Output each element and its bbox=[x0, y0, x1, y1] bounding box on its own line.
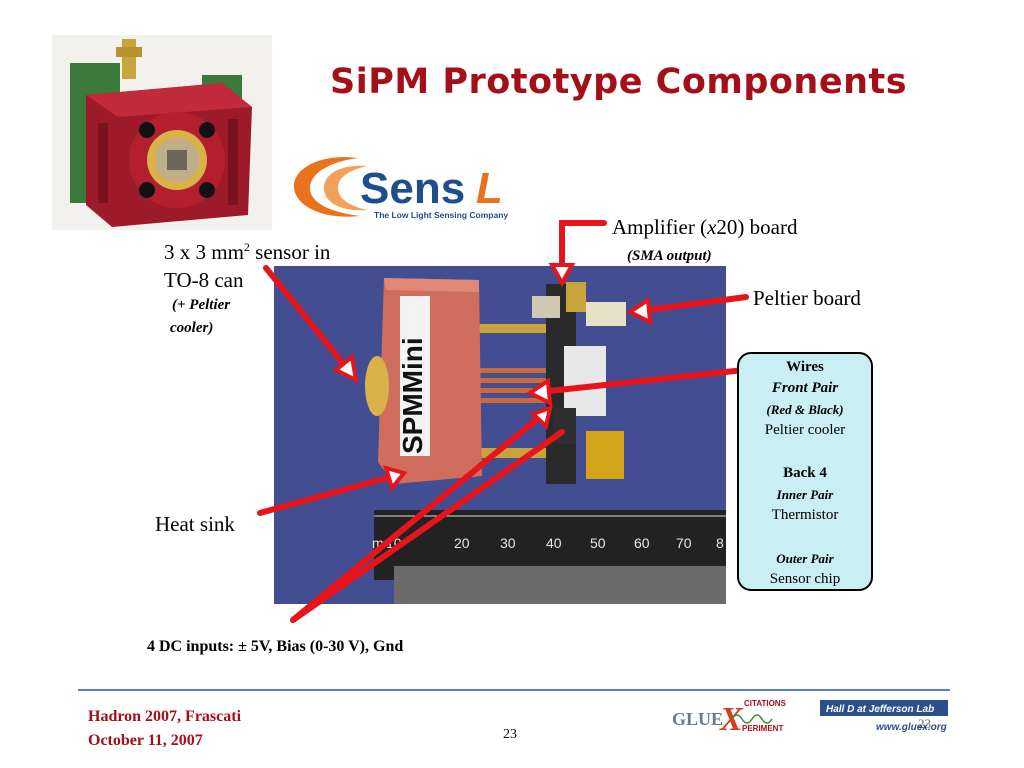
logo-tagline: The Low Light Sensing Company bbox=[374, 210, 508, 220]
page-number: 23 bbox=[503, 727, 517, 742]
halld-page: 23 bbox=[918, 716, 931, 731]
halld-text: Hall D at Jefferson Lab bbox=[826, 704, 934, 715]
ruler-num: m bbox=[372, 535, 384, 551]
footer-divider bbox=[78, 689, 950, 691]
gluex-logo: GLUE X CITATIONS PERIMENT bbox=[672, 699, 787, 737]
red-black: (Red & Black) bbox=[766, 402, 844, 417]
dc-inputs-label: 4 DC inputs: ± 5V, Bias (0-30 V), Gnd bbox=[147, 638, 404, 655]
spmmini-label: SPMMini bbox=[397, 337, 428, 454]
amplifier-note: (SMA output) bbox=[627, 248, 712, 264]
sensor-note: (+ Peltier bbox=[172, 297, 231, 313]
sensl-logo: Sens L The Low Light Sensing Company bbox=[293, 157, 508, 220]
outer-pair: Outer Pair bbox=[776, 551, 834, 566]
ruler-num: 40 bbox=[546, 535, 562, 551]
ruler-num: 70 bbox=[676, 535, 692, 551]
ruler-num: 8 bbox=[716, 535, 724, 551]
thermistor: Thermistor bbox=[771, 507, 839, 523]
logo-accent: L bbox=[476, 164, 503, 213]
sensor-note: cooler) bbox=[170, 320, 214, 336]
sensor-chip: Sensor chip bbox=[769, 571, 841, 587]
gluex-x: X bbox=[719, 701, 744, 737]
gluex-glue: GLUE bbox=[672, 709, 723, 729]
slide-title: SiPM Prototype Components bbox=[330, 62, 908, 102]
halld-logo: Hall D at Jefferson Lab www.gluex.org 23 bbox=[820, 700, 948, 733]
halld-url: www.gluex.org bbox=[876, 722, 947, 733]
inner-pair: Inner Pair bbox=[776, 487, 834, 502]
amplifier-label: Amplifier (x20) board bbox=[612, 215, 798, 239]
front-pair: Front Pair bbox=[771, 380, 839, 396]
gluex-top: CITATIONS bbox=[744, 699, 787, 708]
heat-sink-label: Heat sink bbox=[155, 512, 235, 536]
gluex-bottom: PERIMENT bbox=[742, 724, 783, 733]
sensor-label-line2: TO-8 can bbox=[164, 268, 244, 292]
logo-brand: Sens bbox=[360, 164, 465, 213]
back4: Back 4 bbox=[783, 465, 827, 481]
ruler-num: 50 bbox=[590, 535, 606, 551]
ruler-num: 60 bbox=[634, 535, 650, 551]
footer-date: October 11, 2007 bbox=[88, 732, 203, 749]
wires-title: Wires bbox=[786, 359, 824, 375]
sensor-label: 3 x 3 mm2 sensor in bbox=[164, 240, 331, 264]
wires-box: Wires Front Pair (Red & Black) Peltier c… bbox=[737, 352, 873, 591]
footer-conference: Hadron 2007, Frascati bbox=[88, 708, 242, 725]
peltier-board-label: Peltier board bbox=[753, 286, 861, 310]
ruler-num: 20 bbox=[454, 535, 470, 551]
ruler-num: 30 bbox=[500, 535, 516, 551]
device-photo bbox=[52, 35, 272, 230]
peltier-cooler: Peltier cooler bbox=[764, 422, 846, 438]
